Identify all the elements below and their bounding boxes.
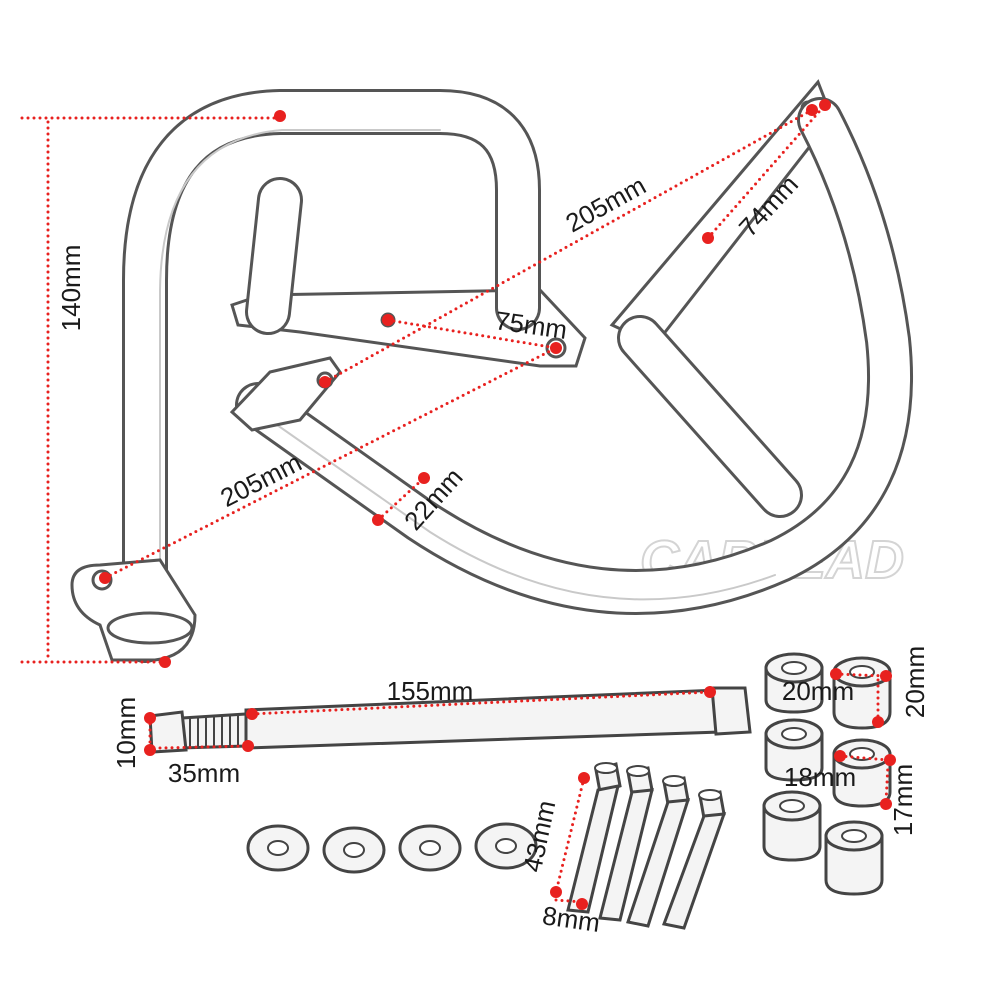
spacer-4-label: 17mm	[888, 764, 918, 836]
washer	[474, 822, 538, 870]
spacer-2-label: 20mm	[900, 646, 930, 718]
dimension-line	[884, 762, 890, 804]
dimension-point	[819, 99, 831, 111]
diagonal-top-label: 205mm	[560, 170, 650, 238]
dimension-point	[880, 798, 892, 810]
bolt-length-label: 155mm	[387, 676, 474, 706]
hex-socket-bolt	[566, 762, 622, 914]
bolt-nut	[148, 710, 188, 754]
dimension-line	[554, 776, 586, 894]
spacer-set	[762, 652, 892, 896]
hex-socket-bolt-set	[566, 762, 727, 930]
dimension-point	[834, 750, 846, 762]
dimension-point	[242, 740, 254, 752]
washer-set	[246, 822, 538, 874]
tube-base-ring	[106, 611, 194, 645]
hex-socket-bolt	[598, 765, 654, 922]
front-tube-cap	[229, 356, 342, 432]
spacer	[762, 790, 822, 862]
washer	[322, 826, 386, 874]
spacer	[824, 820, 884, 896]
foot-mount-plate	[70, 558, 197, 662]
spacer-1-label: 20mm	[782, 676, 854, 706]
height-label: 140mm	[56, 245, 86, 332]
bolt-diameter-label: 10mm	[111, 697, 141, 769]
screw-length-label: 43mm	[517, 798, 561, 875]
dimension-line	[838, 754, 890, 762]
dimension-point	[806, 104, 818, 116]
dimension-line	[103, 346, 558, 580]
dimension-point	[274, 110, 286, 122]
dimension-point	[144, 744, 156, 756]
dimension-line	[554, 898, 584, 904]
dimension-point	[550, 342, 562, 354]
washer	[398, 824, 462, 872]
dimension-line	[834, 672, 888, 678]
thread-length-label: 35mm	[168, 758, 240, 788]
washer	[246, 824, 310, 872]
spacer-dimensions: 20mm 20mm 18mm 17mm	[782, 646, 930, 836]
dimension-point	[880, 670, 892, 682]
dimension-line	[158, 744, 250, 750]
dimension-point	[246, 708, 258, 720]
bolt-shaft	[244, 688, 722, 750]
dimension-point	[872, 716, 884, 728]
spacer-3-label: 18mm	[784, 762, 856, 792]
dimension-point	[159, 656, 171, 668]
dimension-point	[576, 898, 588, 910]
bolt-head	[710, 686, 752, 736]
dimension-point	[372, 514, 384, 526]
spacer	[764, 718, 824, 782]
dimension-point	[550, 886, 562, 898]
bolt-dimensions: 155mm 10mm 35mm	[111, 676, 716, 788]
dimension-point	[704, 686, 716, 698]
dimension-line	[250, 690, 712, 716]
diagonal-bottom-label: 205mm	[215, 447, 306, 513]
screw-diameter-label: 8mm	[541, 900, 602, 938]
spacer	[764, 652, 824, 714]
dimension-point	[418, 472, 430, 484]
dimension-point	[702, 232, 714, 244]
dimension-point	[99, 572, 111, 584]
dimension-point	[382, 314, 394, 326]
dimension-point	[319, 376, 331, 388]
dimension-point	[830, 668, 842, 680]
hex-socket-bolt	[626, 775, 691, 928]
dimension-line	[376, 476, 426, 522]
dimension-point	[578, 772, 590, 784]
dimension-point	[144, 712, 156, 724]
dimension-line	[706, 103, 827, 240]
spacer	[832, 738, 892, 808]
crash-bar-frame	[70, 79, 914, 663]
hex-socket-bolt	[661, 789, 727, 930]
dimension-line	[386, 318, 558, 350]
spacer	[832, 656, 892, 730]
long-bolt	[148, 686, 752, 754]
